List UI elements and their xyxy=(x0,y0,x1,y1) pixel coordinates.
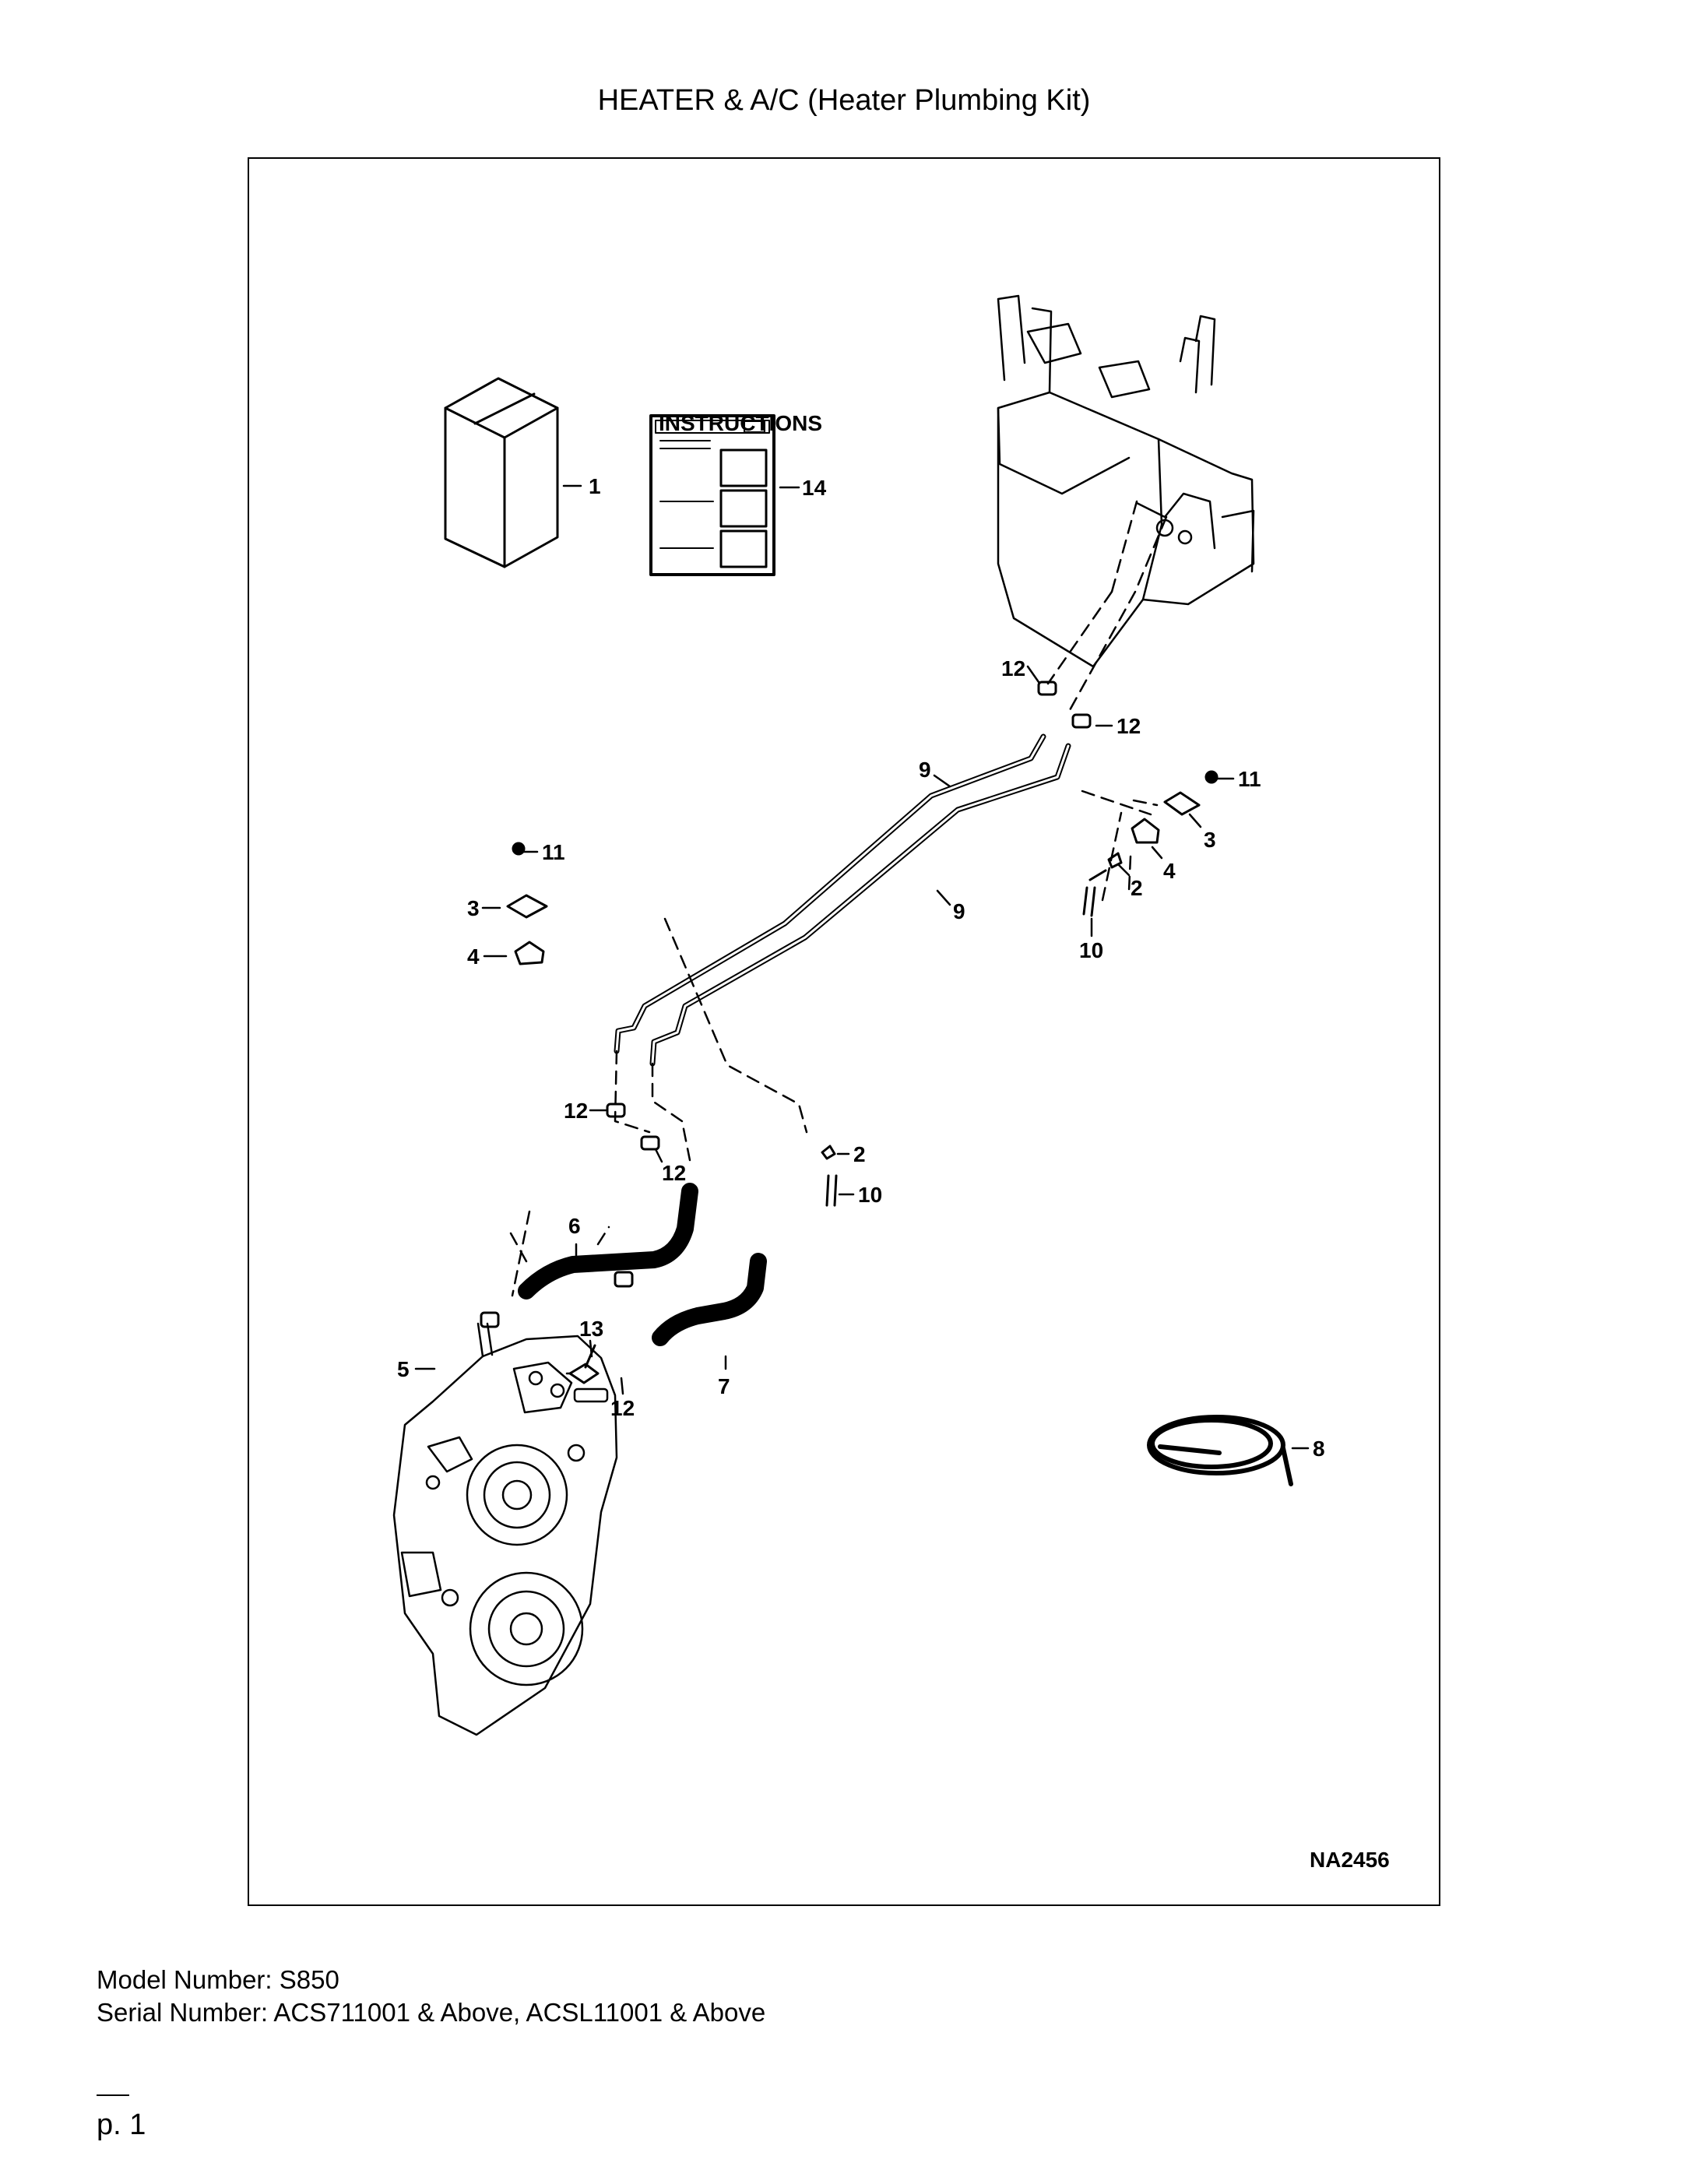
engine-assembly xyxy=(392,1322,618,1736)
callout-9-upper: 9 xyxy=(919,758,931,782)
exploded-parts-diagram: INSTRUCTIONS 1 14 12 12 9 9 11 11 3 3 4 … xyxy=(392,294,1390,1872)
callout-numbers: 1 14 12 12 9 9 11 11 3 3 4 4 2 2 10 10 1… xyxy=(397,474,1325,1461)
callout-7: 7 xyxy=(718,1374,730,1398)
callout-12-upper-left: 12 xyxy=(1001,656,1025,681)
bracket-hardware xyxy=(506,770,1219,1207)
diagram-frame: INSTRUCTIONS 1 14 12 12 9 9 11 11 3 3 4 … xyxy=(248,157,1440,1906)
callout-leader-lines xyxy=(414,484,1310,1450)
callout-9-lower: 9 xyxy=(953,899,965,923)
page-number: p. 1 xyxy=(97,2108,146,2141)
callout-10-lower: 10 xyxy=(858,1183,882,1207)
heater-tube-pair xyxy=(614,733,1071,1067)
callout-8: 8 xyxy=(1313,1437,1325,1461)
callout-13: 13 xyxy=(579,1317,603,1341)
instructions-label: INSTRUCTIONS xyxy=(659,411,822,435)
callout-4-right: 4 xyxy=(1163,859,1176,883)
figure-code: NA2456 xyxy=(1310,1848,1390,1872)
callout-4-left: 4 xyxy=(467,944,480,969)
callout-3-right: 3 xyxy=(1204,828,1216,852)
page-number-rule xyxy=(97,2094,129,2096)
callout-3-left: 3 xyxy=(467,896,480,920)
callout-12-mid-left: 12 xyxy=(564,1099,588,1123)
callout-12-upper-right: 12 xyxy=(1117,714,1141,738)
kit-box-part xyxy=(444,377,559,568)
callout-2-upper: 2 xyxy=(1131,876,1143,900)
callout-10-upper: 10 xyxy=(1079,938,1103,962)
heater-hoses xyxy=(518,1183,767,1346)
fitting-part xyxy=(568,1344,600,1384)
callout-5: 5 xyxy=(397,1357,410,1381)
hose-clamp-parts xyxy=(480,681,1092,1328)
callout-6: 6 xyxy=(568,1214,581,1238)
serial-number: Serial Number: ACS711001 & Above, ACSL11… xyxy=(97,1998,766,2027)
assembly-lines xyxy=(509,500,1168,1297)
coiled-hose-part xyxy=(1147,1415,1293,1486)
footer-info: Model Number: S850 Serial Number: ACS711… xyxy=(97,1964,765,2029)
callout-1: 1 xyxy=(589,474,601,498)
callout-12-bottom: 12 xyxy=(610,1396,635,1420)
page-title: HEATER & A/C (Heater Plumbing Kit) xyxy=(597,84,1091,117)
callout-11-right: 11 xyxy=(1238,767,1261,791)
model-number: Model Number: S850 xyxy=(97,1965,339,1994)
heater-box-unit xyxy=(997,294,1255,668)
instructions-sheet-part xyxy=(649,414,775,576)
callout-11-left: 11 xyxy=(542,840,565,864)
callout-2-lower: 2 xyxy=(853,1142,866,1166)
callout-14: 14 xyxy=(802,476,827,500)
callout-12-mid-right: 12 xyxy=(662,1161,686,1185)
